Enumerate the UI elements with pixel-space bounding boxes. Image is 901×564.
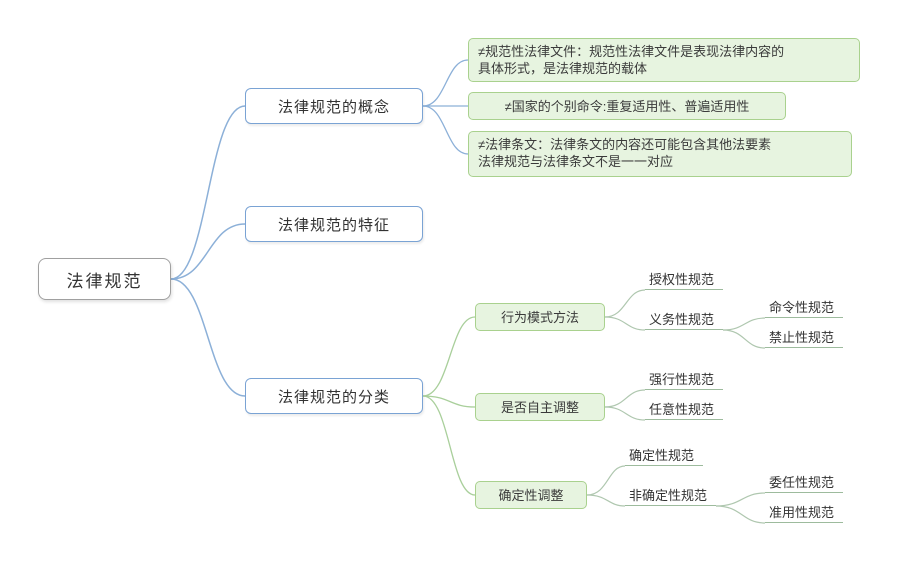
leaf-commanding-norm[interactable]: 命令性规范 — [765, 298, 843, 318]
node-root[interactable]: 法律规范 — [38, 258, 171, 300]
leaf-obligatory-norm[interactable]: 义务性规范 — [645, 310, 723, 330]
leaf-referential-norm[interactable]: 准用性规范 — [765, 503, 843, 523]
connector-root-concept — [170, 105, 246, 280]
connector-classification-certainty-adjust — [422, 395, 476, 496]
node-classification[interactable]: 法律规范的分类 — [245, 378, 423, 414]
leaf-mandatory-norm[interactable]: 强行性规范 — [645, 370, 723, 390]
leaf-indeterminate-norm[interactable]: 非确定性规范 — [625, 486, 716, 506]
connector-obligatory-commanding — [722, 317, 766, 331]
node-normative-document-note[interactable]: ≠规范性法律文件：规范性法律文件是表现法律内容的 具体形式，是法律规范的载体 — [468, 38, 860, 82]
connector-concept-normative-document — [422, 59, 469, 107]
leaf-prohibitive-norm[interactable]: 禁止性规范 — [765, 328, 843, 348]
node-behavior-mode[interactable]: 行为模式方法 — [475, 303, 605, 331]
connector-indeterminate-delegating — [715, 492, 766, 507]
connector-certainty-indeterminate — [586, 494, 626, 507]
leaf-determinate-norm[interactable]: 确定性规范 — [625, 446, 703, 466]
connector-concept-legal-article — [422, 105, 469, 155]
connector-selfadjust-mandatory — [604, 389, 646, 408]
node-certainty-adjust[interactable]: 确定性调整 — [475, 481, 587, 509]
connector-selfadjust-discretionary — [604, 406, 646, 421]
connector-behavior-obligatory — [604, 316, 646, 331]
leaf-delegating-norm[interactable]: 委任性规范 — [765, 473, 843, 493]
connector-classification-behavior-mode — [422, 316, 476, 397]
node-individual-order-note[interactable]: ≠国家的个别命令:重复适用性、普遍适用性 — [468, 92, 786, 120]
connector-indeterminate-referential — [715, 505, 766, 524]
leaf-discretionary-norm[interactable]: 任意性规范 — [645, 400, 723, 420]
connector-root-features — [170, 223, 246, 280]
node-self-adjust[interactable]: 是否自主调整 — [475, 393, 605, 421]
connector-obligatory-prohibitive — [722, 329, 766, 349]
connector-classification-self-adjust — [422, 395, 476, 408]
node-features[interactable]: 法律规范的特征 — [245, 206, 423, 242]
connector-root-classification — [170, 278, 246, 397]
node-concept[interactable]: 法律规范的概念 — [245, 88, 423, 124]
node-legal-article-note[interactable]: ≠法律条文：法律条文的内容还可能包含其他法要素 法律规范与法律条文不是一一对应 — [468, 131, 852, 177]
connector-certainty-determinate — [586, 465, 626, 496]
connector-behavior-authorizing — [604, 289, 646, 318]
leaf-authorizing-norm[interactable]: 授权性规范 — [645, 270, 723, 290]
